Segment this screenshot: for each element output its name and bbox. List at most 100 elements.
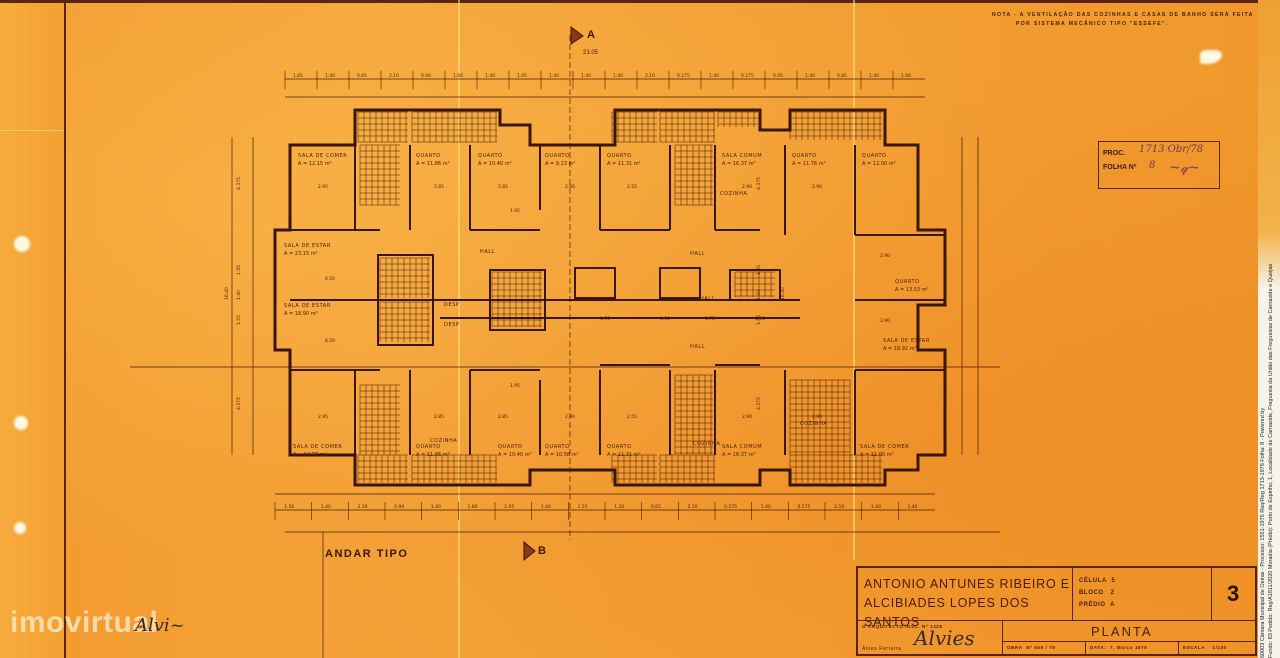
interior-dim: 1.90 [755,316,765,322]
room-area: A = 11.31 m² [607,161,641,167]
dimension-ticks [274,71,899,520]
room-name: QUARTO [607,444,632,450]
paper-fold [0,130,64,131]
obra-cell: OBRA Nº 569 / 78 [1002,641,1086,655]
paper-damage [14,416,28,430]
interior-dim: 1.70 [600,316,610,322]
room-name: QUARTO [607,153,632,159]
tile-grid [789,454,882,483]
escala-label: ESCALA [1183,645,1206,650]
dimension-label-bottom: 1.40 [431,504,441,510]
vertical-dim: 1.55 [236,315,242,325]
dimension-lines [130,35,1000,658]
dimension-label-bottom: 1.40 [908,504,918,510]
vertical-dim: 16.40 [224,287,230,300]
room-width-dim: 2.90 [742,184,752,190]
room-label: HALL [700,296,715,302]
room-area: A = 12.00 m² [862,161,896,167]
predio-value: A [1110,602,1116,608]
architect-signature: Alvies [914,626,975,650]
room-name: QUARTO [545,153,570,159]
process-stamp: PROC. 1713 Obr/78 FOLHA Nº 8 ~𝓆~ [1098,141,1220,189]
dimension-label-bottom: 2.10 [688,504,698,510]
obra-label: OBRA [1007,645,1023,650]
room-name: SALA DE COMER [293,444,342,450]
room-width-dim: 2.85 [498,184,508,190]
dimension-label-bottom: 2.10 [834,504,844,510]
note-line-2: POR SISTEMA MECÂNICO TIPO "ESSEFE". [1016,21,1169,27]
interior-dim: 1.90 [660,316,670,322]
note-line-1: NOTA - A VENTILAÇÃO DAS COZINHAS E CASAS… [992,12,1254,18]
vertical-dim: 1.55 [756,265,762,275]
interior-dim: 1.95 [510,383,520,389]
architect-cell: O ARQUITECTO INSC. Nº 1328 Alvies Alves … [857,620,1003,655]
tile-grid [674,144,713,206]
room-label: COZINHA [430,438,457,444]
room-area: A = 16.37 m² [722,161,756,167]
room-width-dim: 2.90 [742,414,752,420]
room-label: COZINHA [693,441,720,447]
room-name: SALA DE ESTAR [883,338,930,344]
section-marker-b-label: B [538,545,546,557]
room-name: SALA DE COMER [298,153,347,159]
room-label: HALL [690,344,705,350]
dimension-label-top: 1.40 [549,73,559,79]
interior-dim: 6.50 [325,276,335,282]
sheet-number-cell: 3 [1211,567,1256,621]
room-label: HALL [690,251,705,257]
watermark-logo: imovirtual [10,606,159,639]
margin-line [64,0,66,658]
bloco-value: 2 [1110,590,1115,596]
bloco-row: BLOCO 2 [1079,590,1114,596]
vertical-dim: 16.40 [780,287,786,300]
tile-grid [491,271,542,327]
tile-grid [717,111,758,127]
celula-row: CÉLULA 5 [1079,578,1115,584]
room-name: COZINHA [430,438,457,444]
room-area: A = 11.00 m² [860,452,894,458]
dimension-label-top: 1.40 [581,73,591,79]
dimension-label-bottom: 1.40 [321,504,331,510]
drawing-title: PLANTA [1091,624,1153,639]
room-name: COZINHA [800,421,827,427]
vertical-dim: 1.40 [756,290,762,300]
tile-grid [789,111,882,140]
tile-grid [611,454,657,483]
proc-label: PROC. [1103,150,1126,157]
dimension-label-bottom: 0.275 [798,504,811,510]
vertical-dim: 4.375 [756,177,762,190]
dimension-label-bottom: 0.65 [651,504,661,510]
architect-name: Alves Ferreira [862,646,902,652]
data-label: DATA [1090,645,1105,650]
celula-label: CÉLULA [1079,578,1107,584]
data-value: 7. Março 1979 [1110,645,1148,650]
room-label: COZINHA [720,191,747,197]
title-block: ANTONIO ANTUNES RIBEIRO E ALCIBIADES LOP… [856,566,1257,656]
margin-line [0,0,1258,3]
dimension-label-bottom: 1.50 [284,504,294,510]
vertical-dim: 4.375 [236,397,242,410]
tile-grid [734,271,775,297]
obra-value: Nº 569 / 78 [1026,645,1056,650]
folha-value: 8 [1149,160,1156,171]
interior-dim: 6.50 [325,338,335,344]
room-width-dim: 2.90 [565,414,575,420]
tile-grid [379,301,430,342]
room-name: HALL [690,344,705,350]
room-width-dim: 2.85 [434,414,444,420]
room-label: HALL [480,249,495,255]
room-name: QUARTO [416,153,441,159]
room-label: QUARTO A = 11.31 m² [607,153,641,167]
dimension-label-top: 1.40 [709,73,719,79]
dimension-label-bottom: 1.40 [541,504,551,510]
interior-dim: 2.90 [880,318,890,324]
room-area: A = 12.77 m² [293,452,327,458]
